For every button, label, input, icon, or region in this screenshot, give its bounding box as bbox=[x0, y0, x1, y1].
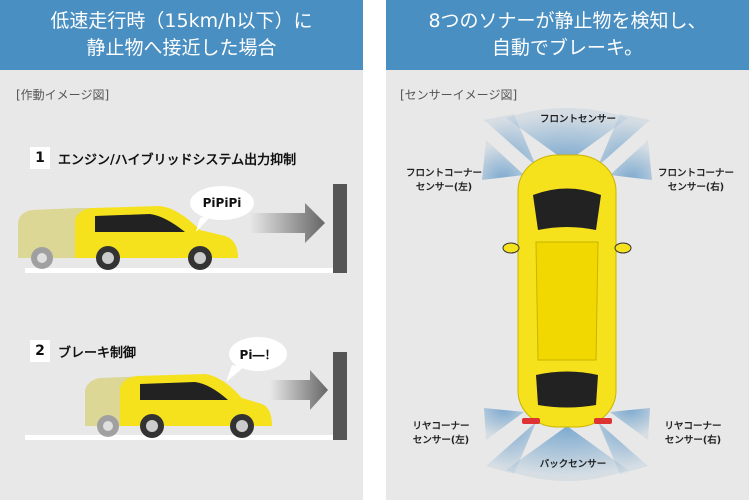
car-icon bbox=[75, 206, 238, 270]
front-right-sensor-line2: センサー(右) bbox=[667, 182, 725, 193]
rear-right-sensor-label: リヤコーナー センサー(右) bbox=[648, 420, 738, 448]
rear-sonar-zone bbox=[484, 408, 650, 481]
operation-header-line1: 低速走行時（15km/h以下）に bbox=[50, 10, 313, 32]
road-line bbox=[25, 435, 345, 440]
wall-obstacle bbox=[333, 352, 347, 440]
front-left-sensor-line1: フロントコーナー bbox=[405, 168, 482, 179]
sensor-header-line2: 自動でブレーキ。 bbox=[491, 37, 644, 59]
rear-left-sensor-line2: センサー(左) bbox=[412, 435, 470, 446]
approach-arrow-icon bbox=[250, 203, 325, 243]
operation-header: 低速走行時（15km/h以下）に 静止物へ接近した場合 bbox=[0, 0, 363, 70]
approach-arrow-icon bbox=[270, 370, 328, 410]
rear-right-sensor-line1: リヤコーナー bbox=[664, 421, 722, 432]
sensor-header: 8つのソナーが静止物を検知し、 自動でブレーキ。 bbox=[386, 0, 749, 70]
step2-number: 2 bbox=[30, 340, 50, 362]
step2-label: 2 ブレーキ制御 bbox=[30, 340, 136, 362]
bubble-tail bbox=[226, 365, 244, 382]
sensor-panel: 8つのソナーが静止物を検知し、 自動でブレーキ。 [センサーイメージ図] bbox=[386, 0, 749, 500]
bubble-tail bbox=[196, 215, 212, 232]
operation-panel: 低速走行時（15km/h以下）に 静止物へ接近した場合 [作動イメージ図] bbox=[0, 0, 363, 500]
step1-text: エンジン/ハイブリッドシステム出力抑制 bbox=[58, 152, 297, 168]
road-line bbox=[25, 268, 345, 273]
car-top-view-icon bbox=[502, 154, 632, 428]
sensor-caption: [センサーイメージ図] bbox=[400, 88, 518, 102]
rear-left-sensor-line1: リヤコーナー bbox=[412, 421, 470, 432]
front-left-sensor-label: フロントコーナー センサー(左) bbox=[394, 167, 494, 195]
sensor-header-line1: 8つのソナーが静止物を検知し、 bbox=[428, 10, 707, 32]
sensor-diagram bbox=[482, 108, 652, 481]
front-sonar-zone bbox=[482, 108, 652, 180]
back-sensor-label: バックセンサー bbox=[539, 459, 607, 470]
step1-number: 1 bbox=[30, 147, 50, 169]
car-icon bbox=[120, 374, 272, 438]
operation-caption: [作動イメージ図] bbox=[16, 88, 110, 102]
front-right-sensor-label: フロントコーナー センサー(右) bbox=[646, 167, 746, 195]
step2-text: ブレーキ制御 bbox=[58, 345, 137, 361]
front-sensor-label: フロントセンサー bbox=[539, 114, 616, 125]
sound-bubble-1: PiPiPi bbox=[190, 186, 254, 220]
rear-left-sensor-label: リヤコーナー センサー(左) bbox=[396, 420, 486, 448]
scene-step1-illustration bbox=[18, 184, 347, 273]
front-right-sensor-line1: フロントコーナー bbox=[657, 168, 734, 179]
scene-step2-illustration bbox=[25, 352, 347, 440]
operation-header-line2: 静止物へ接近した場合 bbox=[86, 37, 277, 59]
sound-bubble-2: Pi―！ bbox=[229, 337, 287, 371]
front-left-sensor-line2: センサー(左) bbox=[415, 182, 473, 193]
rear-right-sensor-line2: センサー(右) bbox=[664, 435, 722, 446]
wall-obstacle bbox=[333, 184, 347, 273]
step1-label: 1 エンジン/ハイブリッドシステム出力抑制 bbox=[30, 147, 296, 169]
